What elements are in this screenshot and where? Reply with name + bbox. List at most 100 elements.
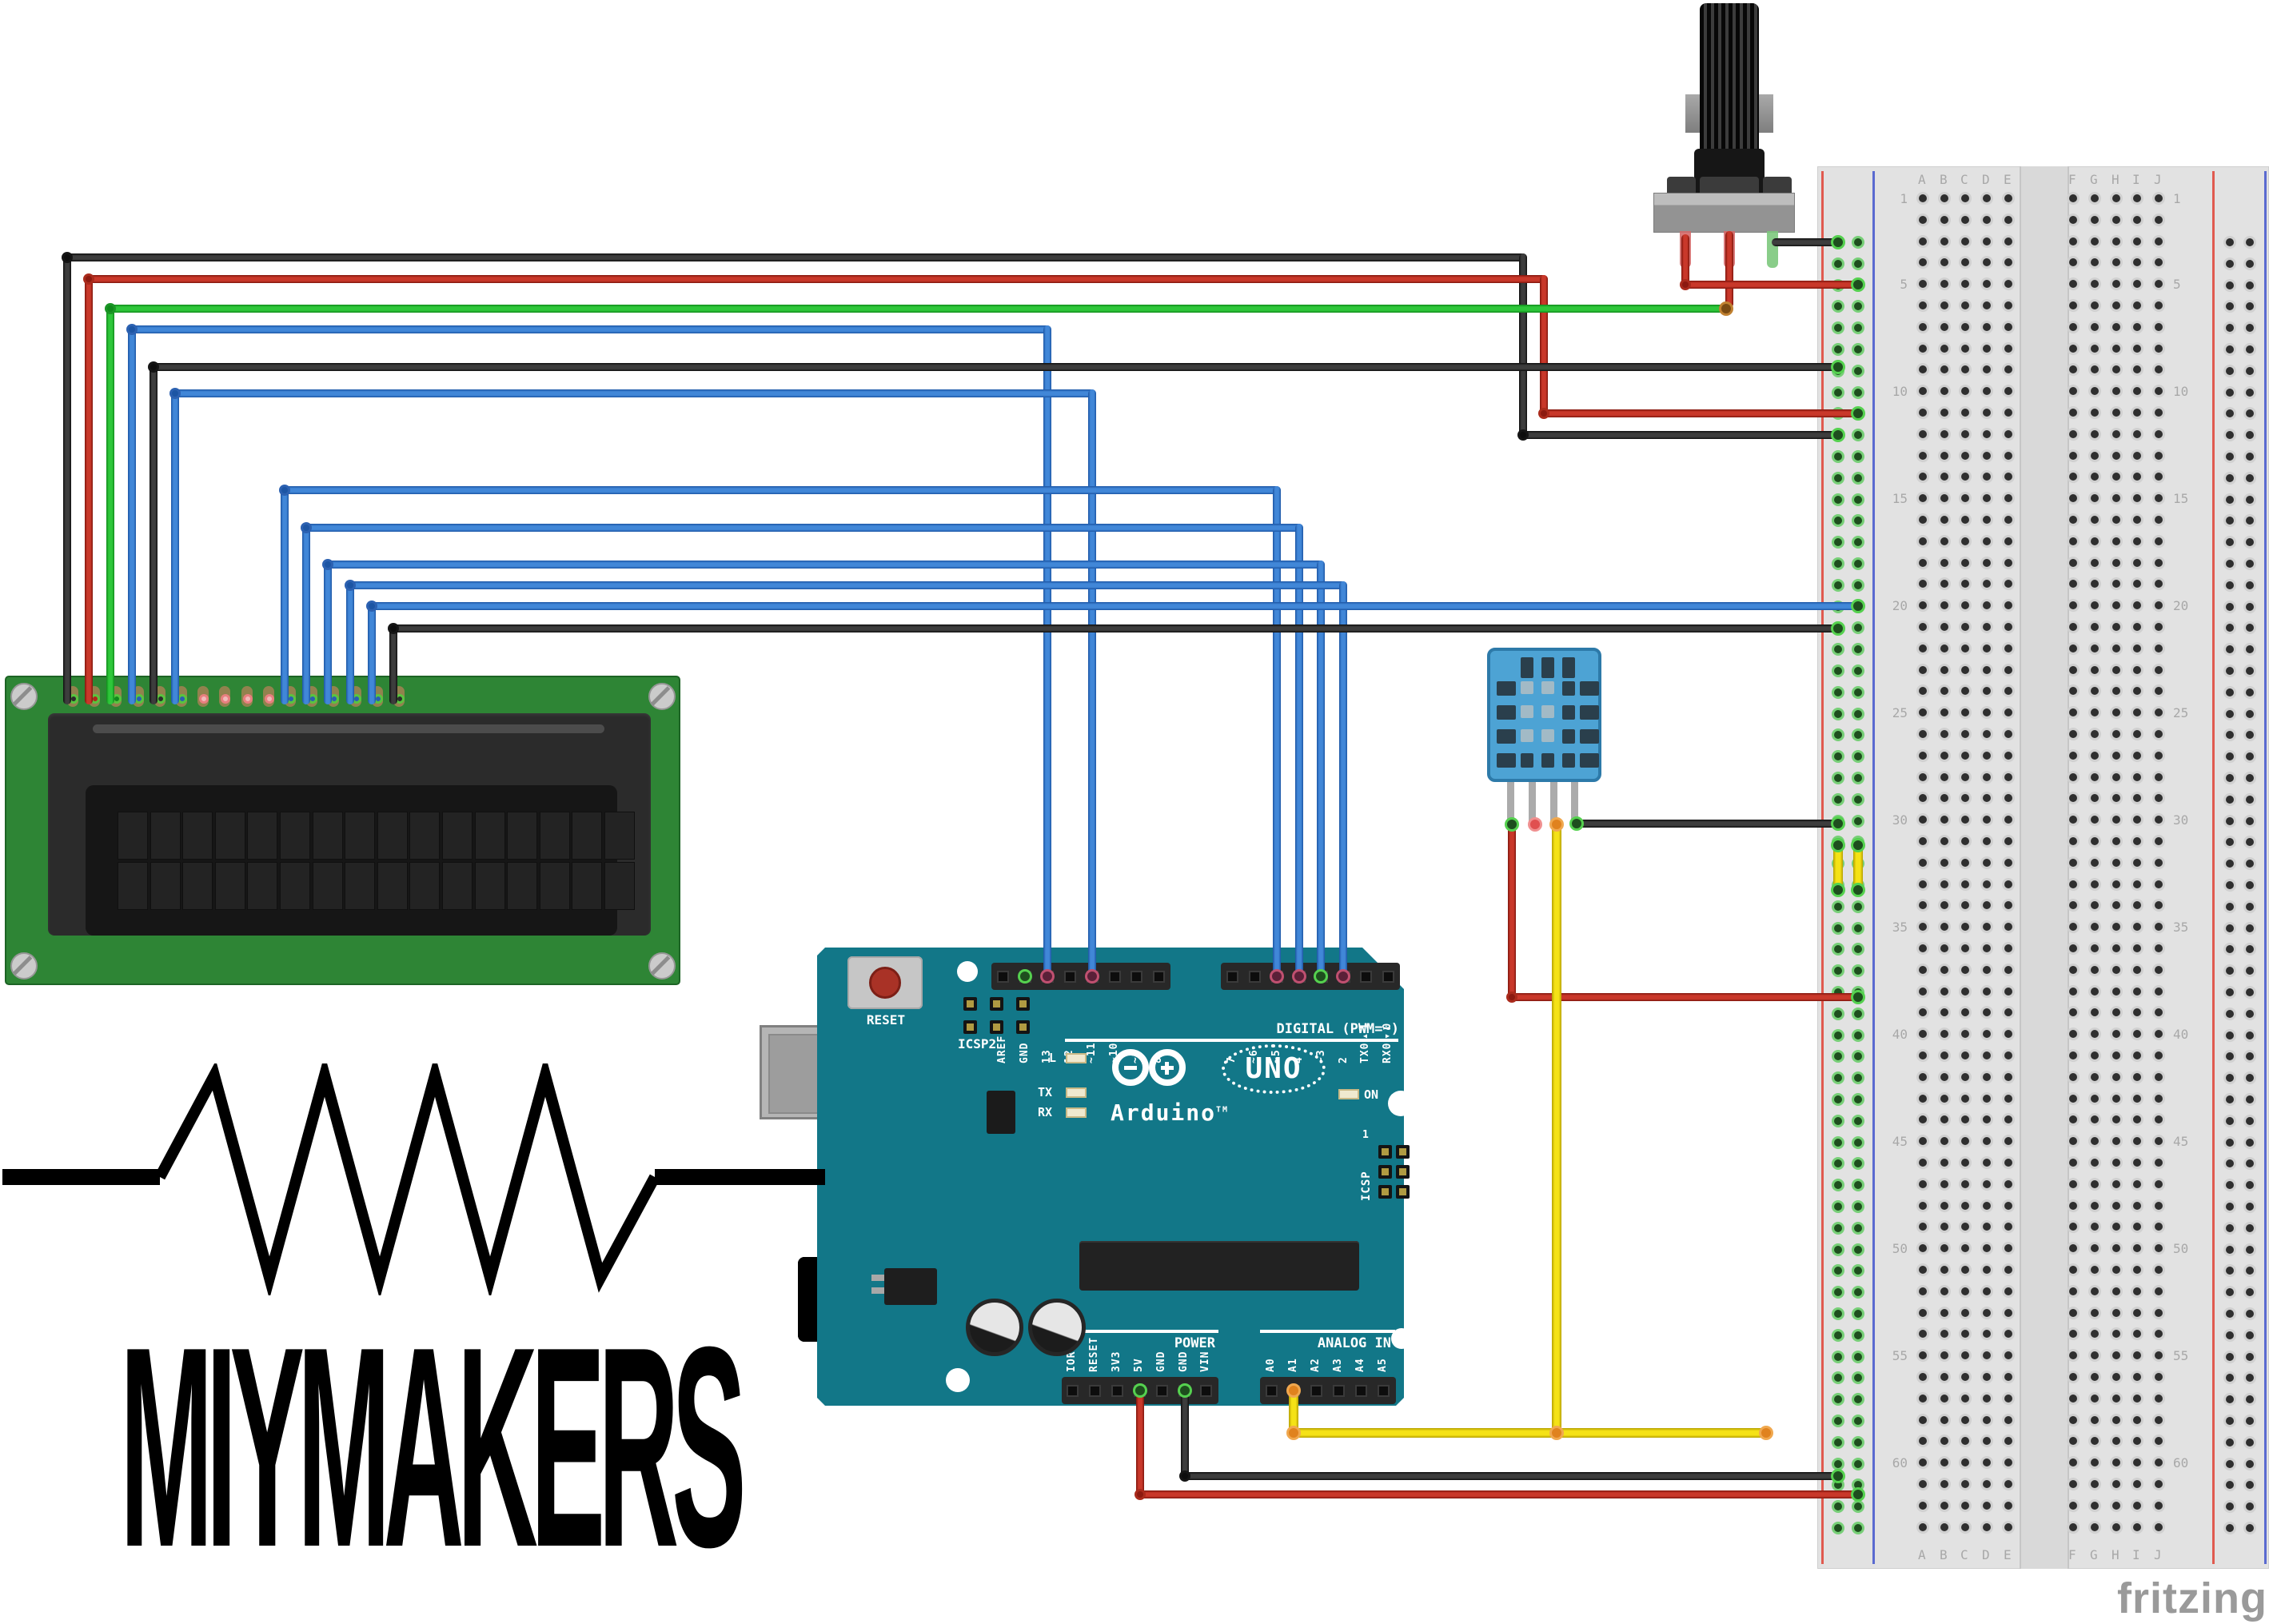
breadboard-hole xyxy=(2155,987,2163,996)
breadboard-hole xyxy=(2091,516,2099,524)
breadboard-hole xyxy=(2112,1244,2120,1253)
wire-lcd6-e-d11 xyxy=(1088,389,1096,976)
breadboard-hole xyxy=(2069,301,2077,309)
icsp-pin xyxy=(1396,1165,1410,1179)
breadboard-hole xyxy=(2004,1072,2012,1081)
breadboard-hole xyxy=(1919,1480,1927,1488)
breadboard-hole xyxy=(2112,580,2120,589)
power-rail-hole xyxy=(2246,1245,2254,1254)
power-rail-hole xyxy=(1854,238,1862,246)
breadboard-hole xyxy=(1919,1458,1927,1467)
breadboard-hole xyxy=(2112,858,2120,867)
breadboard-hole xyxy=(1983,772,1991,781)
breadboard-hole xyxy=(1983,858,1991,867)
breadboard-hole xyxy=(2004,1266,2012,1274)
breadboard-hole xyxy=(2133,1159,2141,1167)
lcd-character-cell xyxy=(507,812,538,860)
breadboard-column-letter: F xyxy=(2068,172,2076,187)
breadboard-hole xyxy=(2091,1437,2099,1446)
power-rail-hole xyxy=(1834,988,1842,996)
power-rail-hole xyxy=(1834,902,1842,911)
breadboard-hole xyxy=(1961,1501,1969,1510)
power-rail-hole xyxy=(1854,473,1862,482)
power-rail-hole xyxy=(2246,688,2254,696)
wire-end-green-dot xyxy=(1831,816,1845,831)
breadboard-hole xyxy=(2004,1437,2012,1446)
icsp2-pin xyxy=(990,1020,1003,1034)
breadboard-hole xyxy=(2091,665,2099,674)
breadboard-hole xyxy=(2155,301,2163,309)
digital-divider-line xyxy=(1065,1039,1398,1042)
power-rail-hole xyxy=(2226,538,2234,547)
breadboard-hole xyxy=(2069,473,2077,481)
breadboard-hole xyxy=(1961,923,1969,932)
breadboard-hole xyxy=(2004,1201,2012,1210)
breadboard-hole xyxy=(2091,794,2099,803)
dht-vent-cell xyxy=(1521,681,1533,694)
breadboard-hole xyxy=(2069,494,2077,503)
wire-end-red-dot xyxy=(1040,969,1055,984)
breadboard-column-letter: B xyxy=(1940,1547,1948,1562)
reset-button-cap[interactable] xyxy=(869,967,901,999)
lcd-character-cell xyxy=(182,862,213,910)
power-rail-hole xyxy=(2226,688,2234,696)
breadboard-hole xyxy=(2091,1179,2099,1188)
breadboard-hole xyxy=(1919,1330,1927,1339)
power-rail-hole xyxy=(1854,774,1862,782)
breadboard-hole xyxy=(2112,1373,2120,1381)
power-rail-hole xyxy=(2246,1374,2254,1383)
power-rail-hole xyxy=(2246,602,2254,611)
breadboard-hole xyxy=(2155,1179,2163,1188)
breadboard-hole xyxy=(2004,1351,2012,1360)
breadboard-hole xyxy=(2004,473,2012,481)
power-rail-hole xyxy=(2226,816,2234,825)
right-rail-blue-line xyxy=(2264,171,2267,1564)
power-divider-line xyxy=(1062,1330,1218,1333)
breadboard-hole xyxy=(2091,1480,2099,1488)
potentiometer-body xyxy=(1653,193,1795,233)
breadboard-hole xyxy=(2004,837,2012,845)
dht-vent-slot xyxy=(1562,753,1575,768)
wire-bend-red-dot xyxy=(83,273,94,285)
power-rail-hole xyxy=(1834,1438,1842,1446)
lcd-display-glass xyxy=(86,785,635,936)
power-rail-hole xyxy=(1854,1524,1862,1532)
power-rail-hole xyxy=(2246,560,2254,568)
breadboard-hole xyxy=(2133,794,2141,803)
breadboard-hole xyxy=(2155,623,2163,631)
breadboard-hole xyxy=(1940,322,1948,331)
breadboard-hole xyxy=(2112,409,2120,417)
led-l xyxy=(1066,1053,1087,1063)
breadboard-hole xyxy=(2155,1287,2163,1295)
breadboard-hole xyxy=(2091,965,2099,974)
wire-end-orange-dot xyxy=(1286,1426,1301,1440)
breadboard-hole xyxy=(2155,558,2163,567)
power-rail-hole xyxy=(2226,1116,2234,1125)
breadboard-hole xyxy=(2112,1415,2120,1424)
power-rail-hole xyxy=(2246,581,2254,589)
power-rail-hole xyxy=(1854,752,1862,761)
breadboard-hole xyxy=(1940,1115,1948,1124)
breadboard-hole xyxy=(1940,858,1948,867)
breadboard-hole xyxy=(2112,923,2120,932)
breadboard-hole xyxy=(2155,1480,2163,1488)
power-rail-hole xyxy=(1834,1181,1842,1190)
potentiometer-tab xyxy=(1667,177,1696,195)
breadboard-hole xyxy=(1940,1244,1948,1253)
breadboard-hole xyxy=(1983,494,1991,503)
power-rail-hole xyxy=(2246,624,2254,632)
breadboard-hole xyxy=(1961,1159,1969,1167)
wire-end-green-dot xyxy=(1851,1487,1865,1502)
power-rail-hole xyxy=(2226,302,2234,311)
power-rail-hole xyxy=(1854,366,1862,375)
breadboard-hole xyxy=(1940,751,1948,760)
power-rail-hole xyxy=(2246,1395,2254,1404)
breadboard-hole xyxy=(2155,730,2163,738)
lcd-character-cell xyxy=(474,812,505,860)
wire-bend-green-dot xyxy=(105,303,116,314)
power-rail-hole xyxy=(1834,1502,1842,1511)
breadboard-hole xyxy=(1961,1522,1969,1531)
breadboard-hole xyxy=(2004,344,2012,353)
reset-button[interactable] xyxy=(847,956,923,1009)
wire-end-orange-dot xyxy=(1549,817,1564,832)
